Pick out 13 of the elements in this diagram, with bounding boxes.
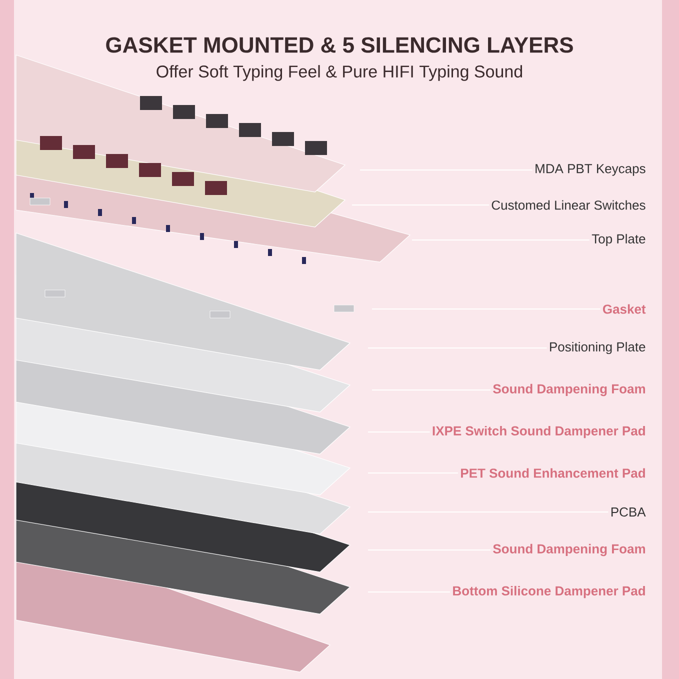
part-label: Sound Dampening Foam [493, 384, 646, 396]
part-label: Sound Dampening Foam [493, 544, 646, 556]
part-label: MDA PBT Keycaps [536, 164, 646, 176]
part-label: IXPE Switch Sound Dampener Pad [432, 426, 645, 438]
part-label: Customed Linear Switches [492, 200, 646, 210]
part-label: Bottom Silicone Dampener Pad [453, 586, 645, 598]
part-label: Top Plate [592, 234, 646, 246]
part-label: Positioning Plate [550, 342, 646, 354]
part-label: PCBA [611, 507, 646, 517]
title: GASKET MOUNTED & 5 SILENCING LAYERS [106, 37, 573, 53]
part-label: Gasket [602, 304, 646, 314]
part-label: PET Sound Enhancement Pad [461, 468, 645, 478]
subtitle: Offer Soft Typing Feel & Pure HIFI Typing Sound [156, 65, 522, 81]
